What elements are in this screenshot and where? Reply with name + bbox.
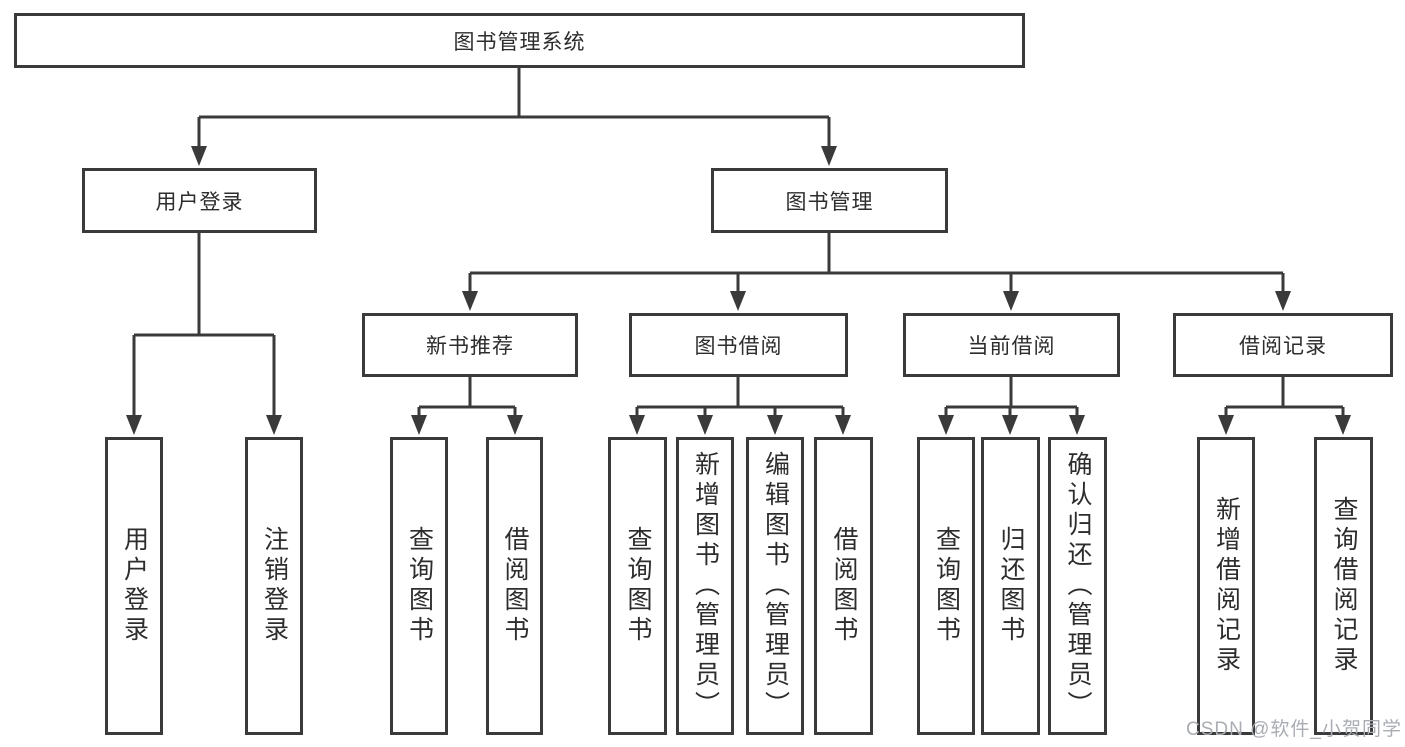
node-book-borrow-label: 图书借阅 [694,335,783,358]
node-book-borrow: 图书借阅 [629,313,848,377]
leaf-edit-book-admin-label: 编辑图书（管理员） [761,451,790,721]
leaf-borrow-books-recommend: 借阅图书 [486,437,543,735]
leaf-confirm-return-admin: 确认归还（管理员） [1048,437,1107,735]
connector-book-mgmt-children [462,233,1291,311]
arrow-down-icon [697,415,713,435]
leaf-query-books-current: 查询图书 [917,437,975,735]
node-library-management-system: 图书管理系统 [14,13,1025,68]
leaf-add-borrow-record: 新增借阅记录 [1197,437,1255,735]
arrow-down-icon [1003,291,1019,311]
arrow-down-icon [126,415,142,435]
leaf-add-book-admin: 新增图书（管理员） [676,437,734,735]
node-borrow-records-label: 借阅记录 [1239,335,1327,358]
node-new-book-recommend-label: 新书推荐 [426,335,514,358]
arrow-down-icon [730,291,746,311]
connector-root-to-level2 [191,68,837,166]
leaf-query-borrow-record-label: 查询借阅记录 [1330,496,1358,676]
leaf-edit-book-admin: 编辑图书（管理员） [746,437,804,735]
connector-new-book-children [411,377,523,435]
connector-book-borrow-children [629,377,851,435]
leaf-return-book: 归还图书 [981,437,1040,735]
watermark-text: CSDN @软件_小贺同学 [1186,719,1402,740]
node-borrow-records: 借阅记录 [1173,313,1393,377]
leaf-query-borrow-record: 查询借阅记录 [1314,437,1373,735]
leaf-return-book-label: 归还图书 [997,526,1025,646]
node-user-login-label: 用户登录 [155,190,244,214]
leaf-borrow-books-recommend-label: 借阅图书 [501,526,529,646]
leaf-user-login: 用户登录 [105,437,163,735]
leaf-query-books-borrow-label: 查询图书 [624,526,652,646]
leaf-query-books-recommend-label: 查询图书 [405,526,434,646]
arrow-down-icon [411,415,427,435]
leaf-borrow-books-label: 借阅图书 [830,526,858,646]
arrow-down-icon [507,415,523,435]
leaf-add-book-admin-label: 新增图书（管理员） [691,451,720,721]
node-current-borrow-label: 当前借阅 [967,335,1056,358]
arrow-down-icon [1275,291,1291,311]
leaf-query-books-borrow: 查询图书 [608,437,667,735]
arrow-down-icon [1069,415,1085,435]
arrow-down-icon [821,146,837,166]
arrow-down-icon [1335,415,1351,435]
leaf-add-borrow-record-label: 新增借阅记录 [1212,496,1241,676]
node-new-book-recommend: 新书推荐 [362,313,578,377]
arrow-down-icon [1218,415,1234,435]
node-library-management-system-label: 图书管理系统 [453,30,586,54]
arrow-down-icon [767,415,783,435]
leaf-borrow-books: 借阅图书 [814,437,873,735]
node-user-login: 用户登录 [82,168,317,233]
connector-user-login-children [126,233,282,435]
arrow-down-icon [629,415,645,435]
arrow-down-icon [191,146,207,166]
leaf-confirm-return-admin-label: 确认归还（管理员） [1064,451,1092,721]
leaf-query-books-recommend: 查询图书 [390,437,448,735]
arrow-down-icon [835,415,851,435]
leaf-query-books-current-label: 查询图书 [932,526,961,646]
arrow-down-icon [938,415,954,435]
leaf-logout-label: 注销登录 [260,526,289,646]
arrow-down-icon [462,291,478,311]
connector-current-borrow-children [938,377,1085,435]
arrow-down-icon [1002,415,1018,435]
arrow-down-icon [266,415,282,435]
leaf-user-login-label: 用户登录 [120,526,149,646]
node-book-management-label: 图书管理 [785,190,874,214]
node-book-management: 图书管理 [711,168,948,233]
connector-borrow-records-children [1218,377,1351,435]
node-current-borrow: 当前借阅 [903,313,1120,377]
leaf-logout: 注销登录 [245,437,303,735]
